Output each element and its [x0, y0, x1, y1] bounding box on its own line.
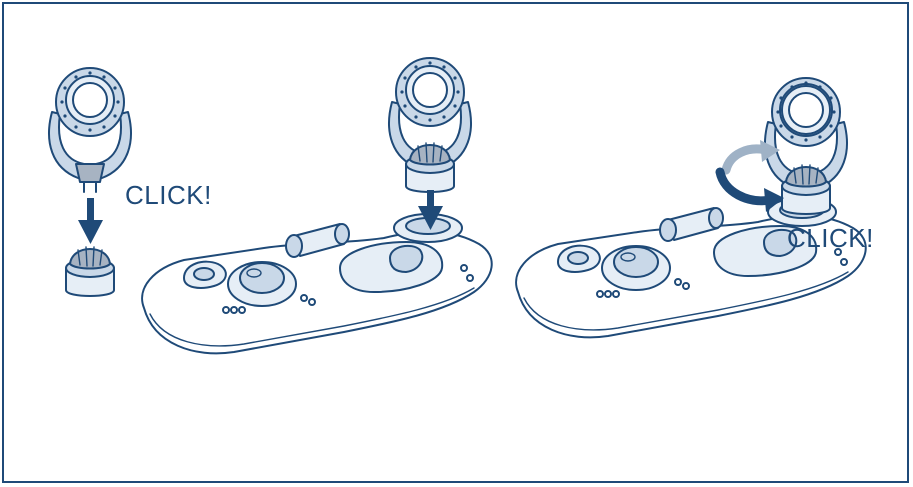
camera-head-icon — [49, 68, 131, 192]
rotation-arrow-icon — [720, 140, 784, 212]
click-label-step-2: CLICK! — [787, 223, 874, 254]
down-arrow-icon — [78, 198, 103, 244]
knob-base — [66, 247, 114, 296]
click-label-step-1: CLICK! — [125, 180, 212, 211]
console-base — [142, 214, 492, 353]
console-base — [516, 198, 866, 337]
